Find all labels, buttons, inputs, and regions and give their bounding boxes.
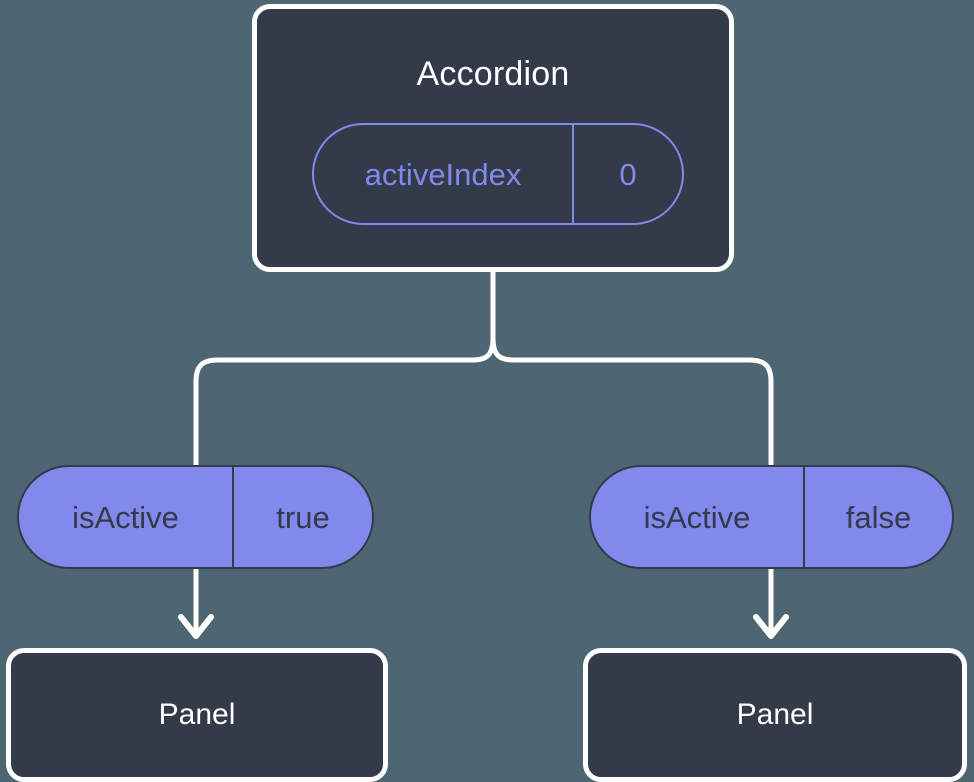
connector-fork-right bbox=[490, 335, 774, 471]
prop-pill-key: isActive bbox=[643, 499, 751, 535]
prop-pill-divider bbox=[232, 467, 234, 567]
prop-pill-isactive-false[interactable]: isActive false bbox=[589, 465, 954, 569]
state-pill-key: activeIndex bbox=[364, 156, 522, 192]
arrow-left-head bbox=[178, 614, 214, 639]
state-pill-divider bbox=[572, 125, 574, 223]
state-pill-value: 0 bbox=[619, 156, 637, 192]
root-component-card[interactable]: Accordion activeIndex 0 bbox=[252, 4, 734, 272]
state-pill-activeindex[interactable]: activeIndex 0 bbox=[312, 123, 684, 225]
prop-pill-divider bbox=[803, 467, 805, 567]
prop-pill-isactive-true[interactable]: isActive true bbox=[17, 465, 374, 569]
panel-label: Panel bbox=[736, 698, 814, 731]
panel-label: Panel bbox=[158, 698, 236, 731]
connector-fork-left bbox=[193, 335, 496, 471]
prop-pill-key: isActive bbox=[72, 499, 179, 535]
panel-card-left[interactable]: Panel bbox=[6, 648, 388, 782]
panel-card-right[interactable]: Panel bbox=[583, 648, 967, 782]
prop-pill-value: false bbox=[845, 499, 912, 535]
root-component-label: Accordion bbox=[416, 55, 570, 93]
prop-pill-value: true bbox=[276, 499, 330, 535]
arrow-right-head bbox=[753, 614, 789, 639]
